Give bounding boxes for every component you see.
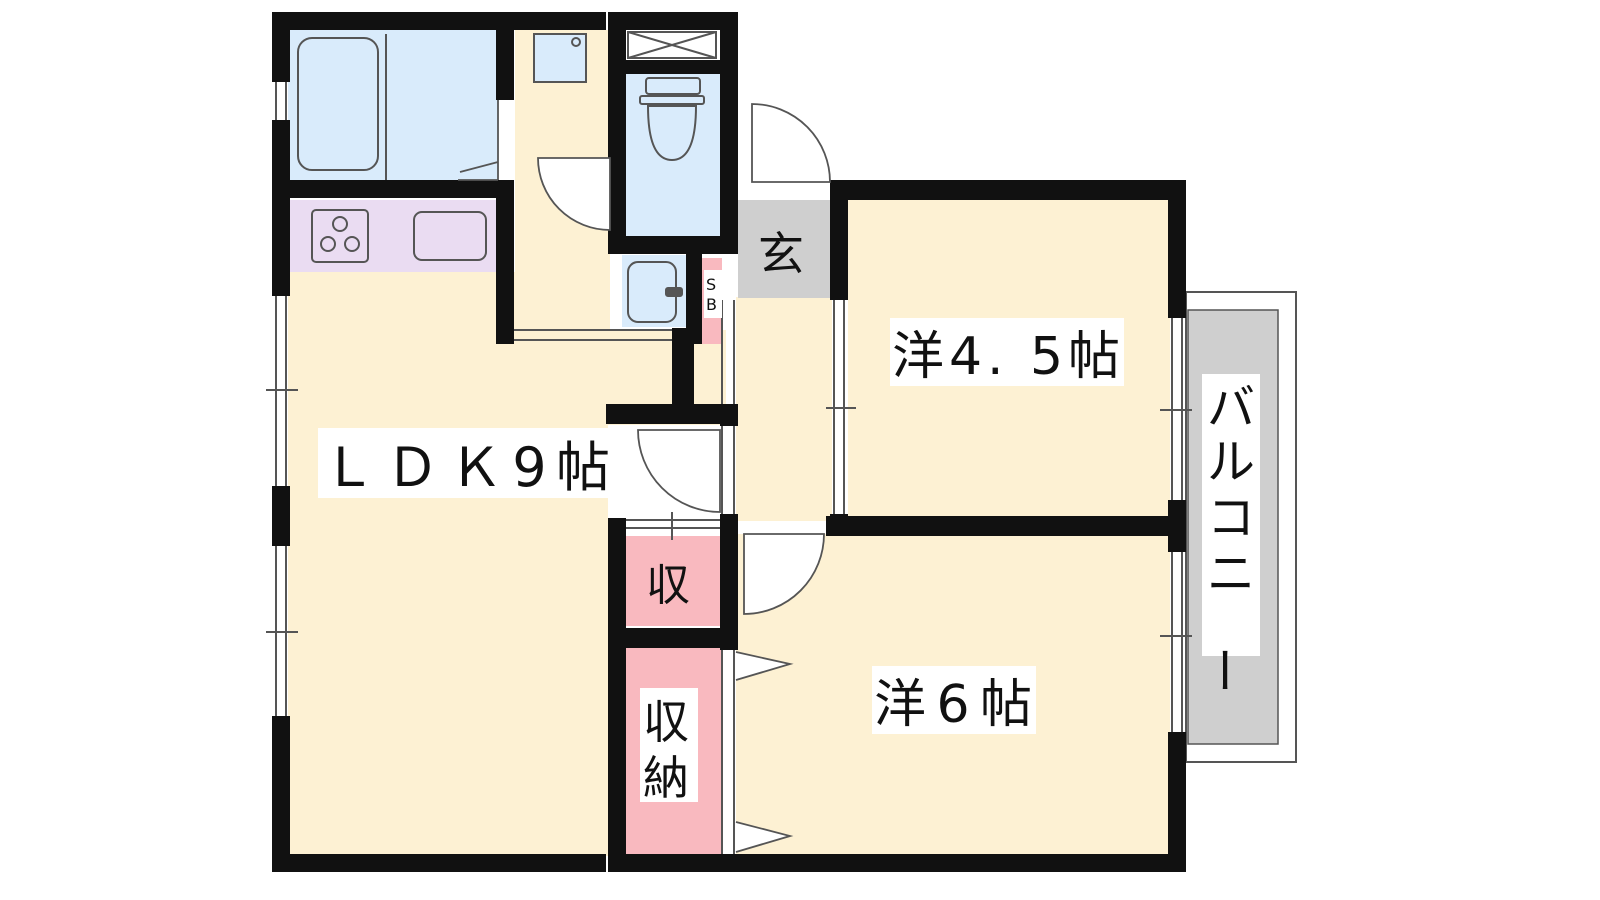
wall-storage-right — [720, 514, 738, 650]
label-ldk: ＬＤＫ9帖 — [322, 436, 610, 499]
label-entrance: 玄 — [758, 227, 804, 281]
window-ldk-upper — [266, 296, 298, 486]
windows — [266, 31, 1192, 854]
storage-small-floor — [626, 536, 722, 626]
walls — [272, 12, 1186, 872]
doors — [458, 100, 831, 853]
window-w6-balcony — [1160, 552, 1192, 732]
wall-entrance-left — [720, 180, 738, 200]
bathtub-icon — [297, 37, 379, 171]
wall-bath-bottom — [288, 180, 500, 198]
fixtures — [297, 33, 705, 323]
label-balcony-2: ル — [1207, 434, 1255, 490]
window-w45-left — [826, 300, 856, 514]
label-balcony-1: バ — [1207, 380, 1255, 436]
wall-left-a — [272, 12, 290, 82]
wall-storage-mid — [608, 628, 738, 648]
door-swing-icon — [743, 533, 825, 615]
wall-top-toilet — [608, 12, 738, 30]
stove-icon — [311, 209, 369, 263]
door-swing-icon — [735, 821, 794, 853]
entrance-floor — [738, 200, 830, 298]
partition-wash-basin — [514, 329, 672, 341]
wall-bottom-ldk — [272, 854, 606, 872]
wall-bath-wash — [496, 30, 514, 100]
window-bath — [275, 82, 287, 120]
wall-storage-left — [608, 518, 626, 872]
label-balcony-4: ニ — [1207, 546, 1255, 602]
wall-toilet-bottom — [608, 236, 738, 254]
washer-spot — [533, 33, 587, 83]
label-storage-closet-2: 納 — [643, 751, 689, 805]
wall-toilet-top — [608, 60, 738, 74]
label-shoebox-1: S — [706, 275, 716, 294]
wall-w45-top — [830, 180, 1186, 200]
hallway-floor — [736, 297, 832, 521]
label-balcony-3: コ — [1207, 490, 1255, 546]
wall-entrance-stub — [720, 404, 738, 426]
label-storage-small: 収 — [646, 560, 690, 611]
wall-toilet-right — [720, 12, 738, 252]
room-labels: ＬＤＫ9帖 洋4. 5帖 洋6帖 玄 収 収 納 S B バ ル コ ニ ー — [318, 227, 1260, 805]
window-toilet-top — [627, 31, 717, 59]
door-swing-icon — [751, 103, 831, 183]
door-swing-icon — [537, 157, 611, 231]
wall-top-left — [272, 12, 606, 30]
label-storage-closet-1: 収 — [643, 695, 689, 749]
wall-left-c — [272, 486, 290, 546]
toilet-icon — [639, 77, 705, 162]
toilet-floor — [626, 72, 721, 236]
sink-icon — [413, 211, 487, 261]
window-storage-top — [626, 512, 720, 540]
wall-w45-right-mid — [1168, 500, 1186, 552]
wall-left-d — [272, 716, 290, 872]
wall-basin-right — [686, 252, 702, 344]
wall-w6-right-bottom — [1168, 732, 1186, 872]
window-w45-balcony — [1160, 318, 1192, 500]
label-shoebox-2: B — [706, 295, 717, 314]
wall-between-westerns — [826, 516, 1186, 536]
wall-w45-left-top — [830, 180, 848, 300]
wall-left-b — [272, 120, 290, 296]
wall-basin-bottom-stub — [672, 328, 702, 344]
wall-central-horizontal — [606, 404, 738, 424]
window-ldk-lower — [266, 546, 298, 716]
partition-hall-lower — [721, 426, 735, 514]
wall-bottom-right — [608, 854, 1186, 872]
label-balcony-5: ー — [1195, 646, 1251, 694]
wall-wash-left — [496, 180, 514, 344]
washbasin-icon — [627, 261, 683, 323]
label-western-6: 洋6帖 — [874, 675, 1032, 735]
partition-closet-right — [721, 650, 735, 854]
door-swing-icon — [735, 651, 794, 681]
wall-central-pillar — [672, 344, 694, 410]
door-swing-icon — [637, 429, 721, 513]
door-swing-icon — [458, 100, 499, 181]
washer-drain — [571, 37, 581, 47]
wall-w45-right-top — [1168, 180, 1186, 318]
